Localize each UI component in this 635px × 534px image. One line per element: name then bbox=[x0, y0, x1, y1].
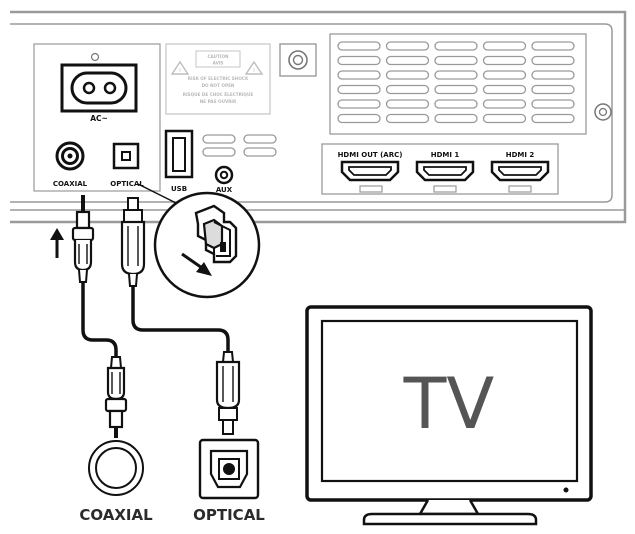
vent-slot bbox=[434, 55, 478, 66]
panel-outer-outline bbox=[10, 10, 627, 224]
vent-slot bbox=[434, 113, 478, 124]
optical-port bbox=[112, 142, 140, 170]
vent-slot bbox=[531, 113, 575, 124]
vent-slot bbox=[337, 99, 381, 109]
hdmi-out-port bbox=[340, 160, 400, 193]
vent-slot bbox=[434, 70, 478, 80]
vent-slot bbox=[385, 41, 430, 51]
vent-slot bbox=[531, 84, 575, 95]
warning-subtitle: AVIS bbox=[213, 61, 224, 66]
vent-slot bbox=[337, 55, 381, 66]
tv-label: TV bbox=[403, 363, 495, 445]
optical-jack-icon bbox=[198, 438, 260, 500]
vent-slot bbox=[385, 55, 430, 66]
vent-slot bbox=[482, 99, 527, 109]
pull-arrow-icon bbox=[181, 252, 212, 276]
vent-slot bbox=[434, 99, 478, 109]
vent-slot bbox=[337, 41, 381, 51]
warning-line: DO NOT OPEN bbox=[202, 83, 235, 88]
vent-slot bbox=[434, 84, 478, 95]
warning-title: CAUTION bbox=[207, 54, 229, 59]
hdmi-2-label: HDMI 2 bbox=[506, 151, 535, 159]
warning-line: RISQUE DE CHOC ÉLECTRIQUE bbox=[183, 92, 254, 97]
optical-cable bbox=[120, 197, 241, 435]
optical-caption: OPTICAL bbox=[193, 506, 265, 524]
screw-icon bbox=[90, 52, 100, 62]
vent-slot bbox=[385, 99, 430, 109]
tv-stand-neck bbox=[417, 499, 481, 516]
hdmi-out-label: HDMI OUT (ARC) bbox=[338, 151, 403, 159]
usb-port bbox=[164, 129, 194, 179]
tv-icon bbox=[305, 305, 593, 526]
vent-grille bbox=[329, 33, 587, 135]
ac-socket-inner bbox=[70, 71, 128, 105]
ac-pin-right bbox=[103, 81, 117, 95]
vent-slot bbox=[531, 99, 575, 109]
vent-slot bbox=[385, 70, 430, 80]
tv-stand-base bbox=[362, 512, 538, 526]
tv-power-led bbox=[563, 487, 569, 493]
vent-slot bbox=[385, 84, 430, 95]
vent-slot bbox=[482, 113, 527, 124]
warning-line: RISK OF ELECTRIC SHOCK bbox=[188, 76, 249, 81]
svg-text:!: ! bbox=[179, 68, 181, 73]
vent-small bbox=[202, 134, 277, 157]
hdmi-1-label: HDMI 1 bbox=[431, 151, 460, 159]
port-section-box bbox=[33, 43, 161, 192]
svg-text:!: ! bbox=[253, 68, 255, 73]
ac-pin-left bbox=[82, 81, 96, 95]
vent-slot bbox=[482, 84, 527, 95]
usb-port-label: USB bbox=[171, 185, 187, 193]
side-screw-icon bbox=[594, 103, 612, 121]
vent-slot bbox=[531, 70, 575, 80]
panel-inner-outline bbox=[10, 23, 613, 203]
optical-port-label: OPTICAL bbox=[110, 180, 144, 188]
magnifier-inset bbox=[137, 183, 261, 299]
hdmi-section-box bbox=[321, 143, 559, 195]
hdmi-2-port bbox=[490, 160, 550, 193]
ac-label: AC~ bbox=[90, 114, 108, 123]
warning-triangle-icon bbox=[170, 60, 190, 75]
coaxial-caption: COAXIAL bbox=[79, 506, 153, 524]
vent-slot bbox=[337, 113, 381, 124]
aux-port-label: AUX bbox=[216, 186, 233, 194]
vent-slot bbox=[482, 70, 527, 80]
vent-slot bbox=[337, 70, 381, 80]
vent-slots bbox=[337, 41, 575, 124]
warning-line: NE PAS OUVRIR bbox=[200, 99, 237, 104]
mount-screw-icon bbox=[279, 43, 317, 77]
coaxial-port-label: COAXIAL bbox=[53, 180, 88, 188]
vent-slot bbox=[385, 113, 430, 124]
coaxial-cable bbox=[71, 195, 128, 438]
ac-power-socket bbox=[60, 63, 138, 113]
insert-arrow-icon bbox=[50, 228, 64, 258]
ac-socket-frame bbox=[60, 63, 138, 113]
vent-slot bbox=[482, 41, 527, 51]
warning-label: ! ! CAUTION AVIS RISK OF ELECTRIC SHOCK … bbox=[165, 43, 271, 115]
optical-dust-cap-icon bbox=[194, 204, 238, 264]
aux-port bbox=[214, 165, 234, 185]
vent-slot bbox=[531, 55, 575, 66]
coaxial-port bbox=[55, 141, 85, 171]
vent-slot bbox=[434, 41, 478, 51]
hdmi-1-port bbox=[415, 160, 475, 193]
coaxial-jack-icon bbox=[88, 440, 144, 496]
soundbar-rear-panel: AC~ COAXIAL OPTICAL ! ! CAUTION AVIS RIS… bbox=[10, 10, 627, 224]
warning-triangle-icon bbox=[244, 60, 264, 75]
vent-slot bbox=[531, 41, 575, 51]
vent-slot bbox=[337, 84, 381, 95]
vent-slot bbox=[482, 55, 527, 66]
tv-screen bbox=[320, 319, 579, 483]
